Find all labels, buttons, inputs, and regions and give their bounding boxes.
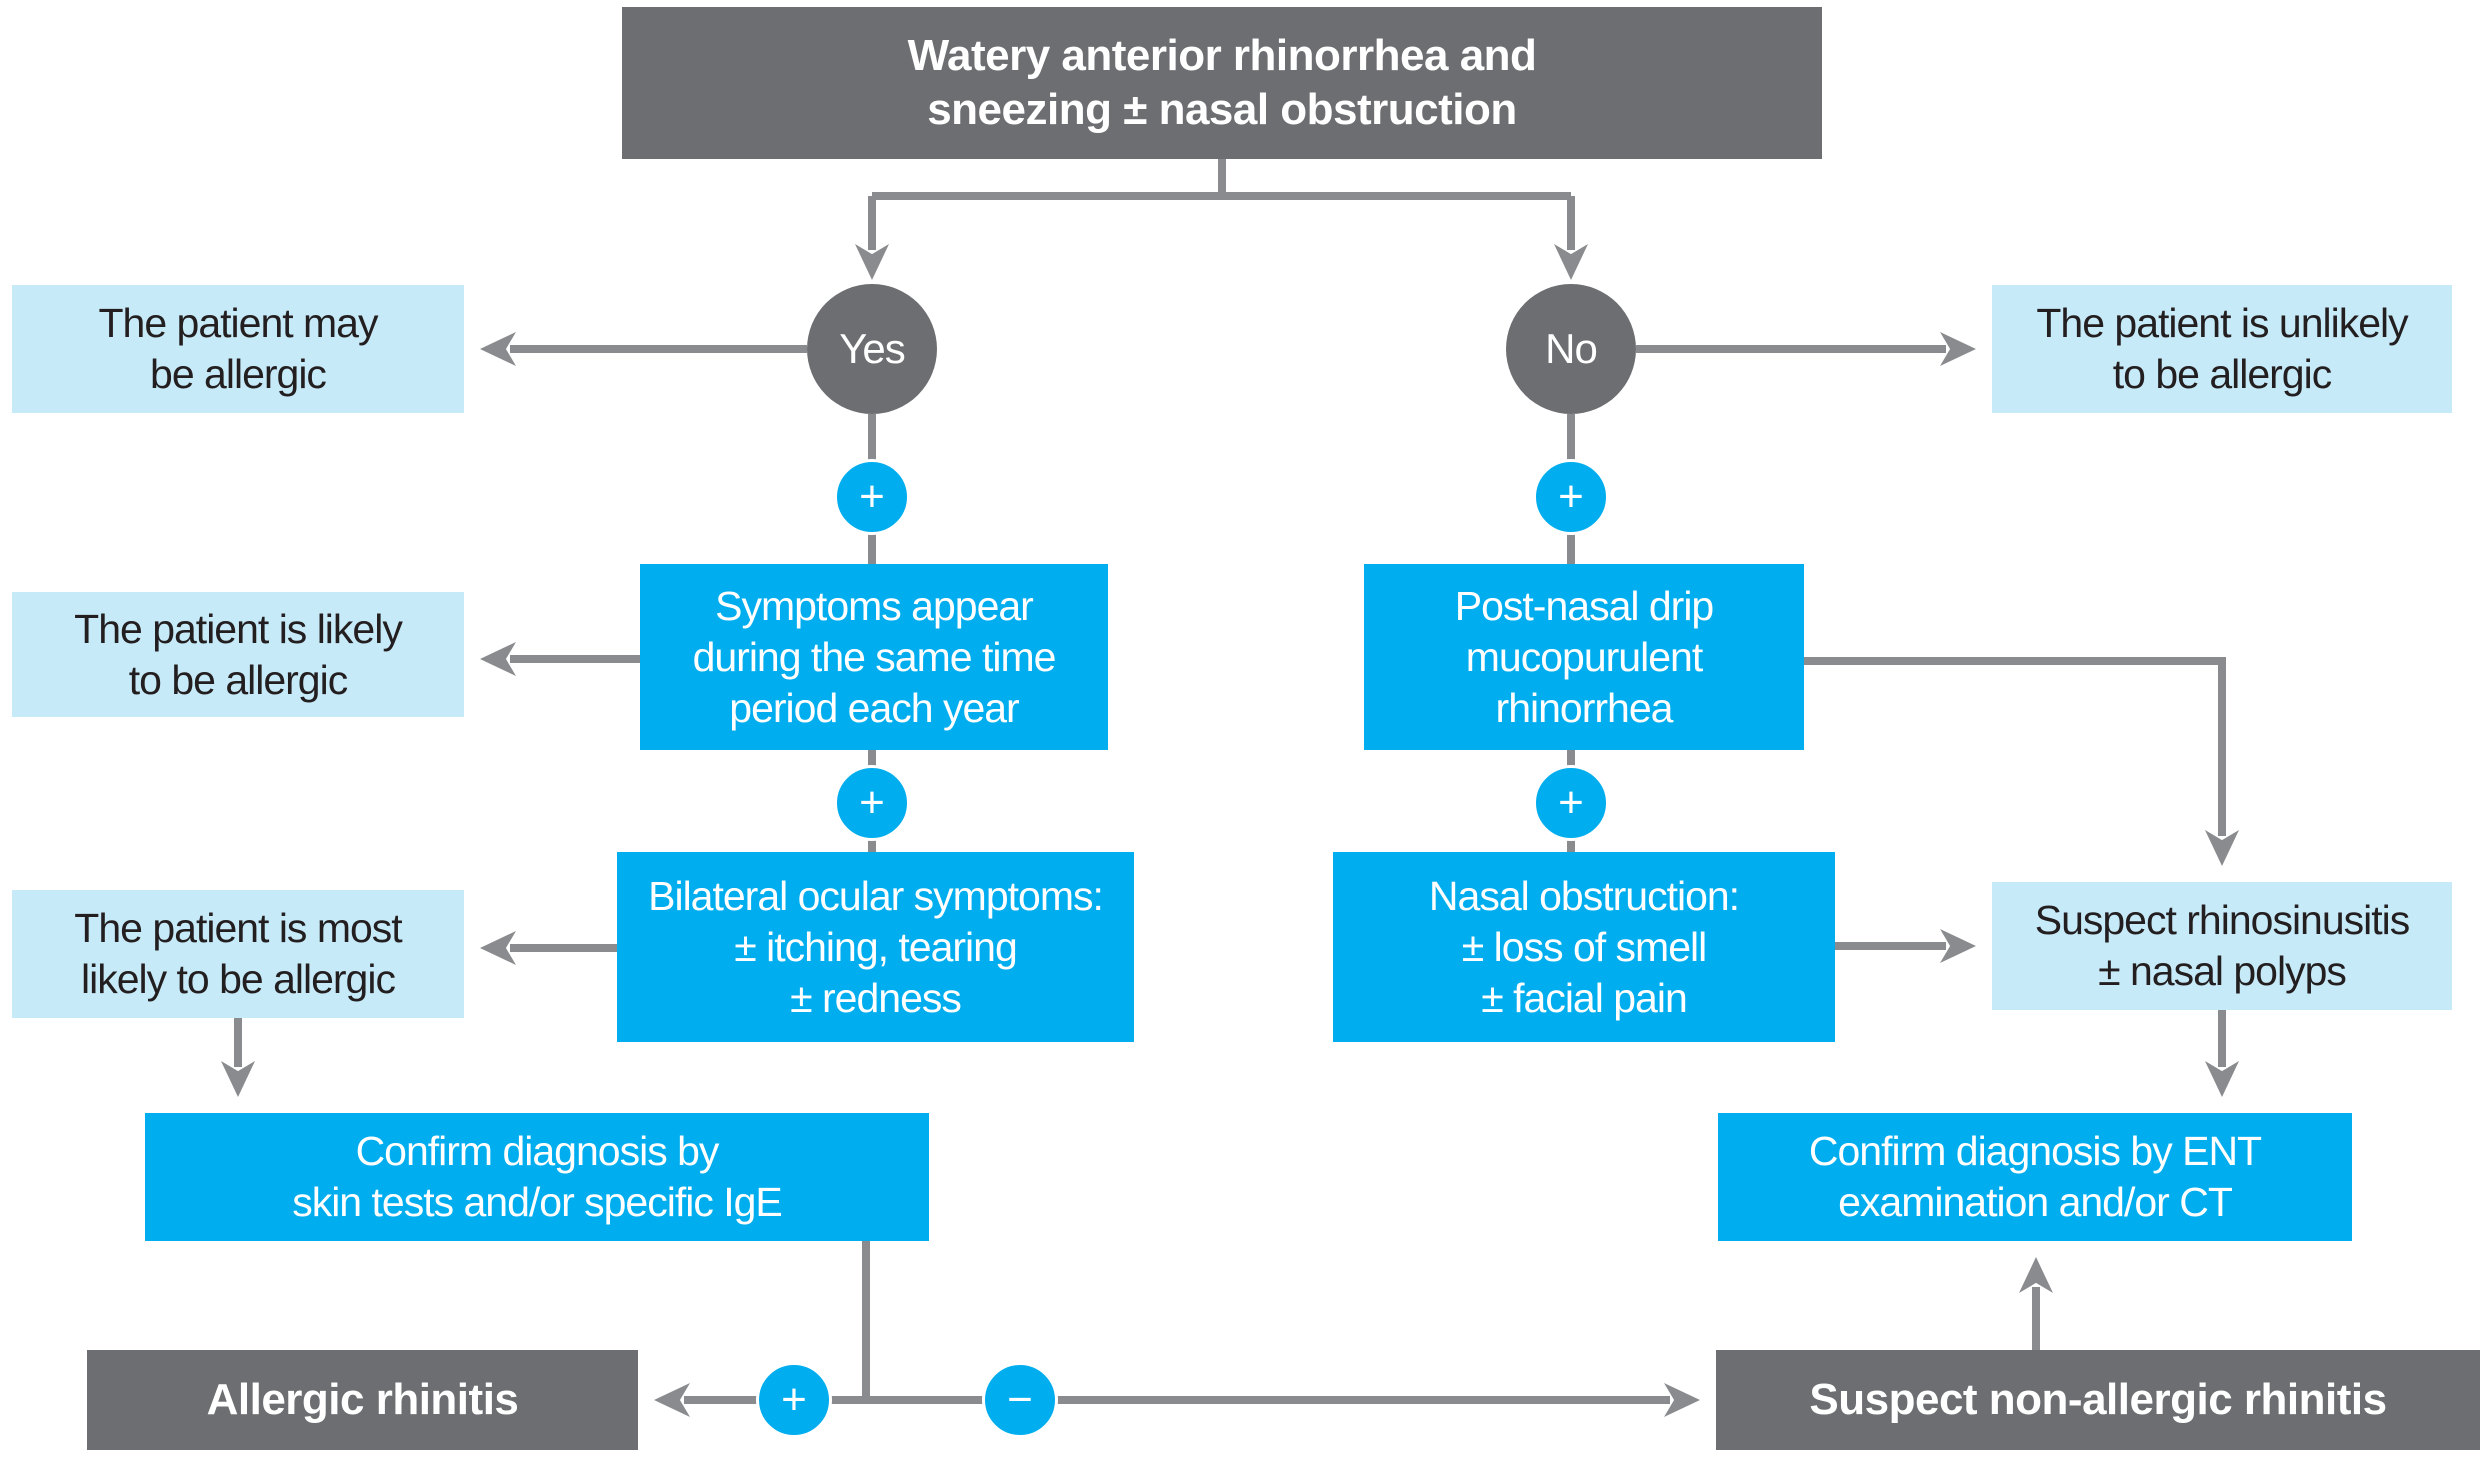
ocular-symptoms-text: Bilateral ocular symptoms: ± itching, te…: [648, 872, 1104, 1021]
yes-label: Yes: [839, 325, 906, 372]
plus-label: +: [1558, 472, 1584, 521]
connector-to-allergic-rhinitis-arrowhead: [654, 1383, 690, 1417]
unlikely-allergic-box: The patient is unlikely to be allergic: [1992, 285, 2452, 413]
may-be-allergic-box: The patient may be allergic: [12, 285, 464, 413]
connector-postnasal-to-rhinosinusitis-arrowhead: [2205, 830, 2239, 866]
connector-yes-to-may-arrowhead: [480, 332, 516, 366]
likely-allergic-box: The patient is likely to be allergic: [12, 592, 464, 717]
nasal-obstruction-box: Nasal obstruction: ± loss of smell ± fac…: [1333, 852, 1835, 1042]
confirm-ent-text: Confirm diagnosis by ENT examination and…: [1808, 1128, 2262, 1225]
nasal-obstruction-text: Nasal obstruction: ± loss of smell ± fac…: [1428, 872, 1740, 1021]
yes-decision-node: Yes: [807, 284, 937, 414]
no-label: No: [1545, 325, 1598, 372]
seasonal-symptoms-text: Symptoms appear during the same time per…: [692, 582, 1057, 731]
non-allergic-rhinitis-text: Suspect non-allergic rhinitis: [1809, 1375, 2387, 1424]
plus-label: +: [859, 778, 885, 827]
connector-non-allergic-to-confirm-arrowhead: [2019, 1257, 2053, 1293]
connector-no-to-unlikely-arrowhead: [1940, 332, 1976, 366]
may-be-allergic-text: The patient may be allergic: [98, 300, 379, 397]
plus-node-yes-2: +: [834, 765, 910, 841]
confirm-ent-box: Confirm diagnosis by ENT examination and…: [1718, 1113, 2352, 1241]
plus-node-yes-1: +: [834, 459, 910, 535]
connector-to-no-arrowhead: [1554, 244, 1588, 280]
connector-postnasal-to-rhinosinusitis: [1804, 657, 2226, 836]
most-likely-allergic-text: The patient is most likely to be allergi…: [74, 905, 402, 1002]
rhinosinusitis-box: Suspect rhinosinusitis ± nasal polyps: [1992, 882, 2452, 1010]
symptom-start-text: Watery anterior rhinorrhea and sneezing …: [907, 31, 1537, 134]
rhinosinusitis-text: Suspect rhinosinusitis ± nasal polyps: [2034, 897, 2411, 994]
non-allergic-rhinitis-box: Suspect non-allergic rhinitis: [1716, 1350, 2480, 1450]
minus-node-bottom: −: [982, 1362, 1058, 1438]
connector-seasonal-to-likely-arrowhead: [480, 642, 516, 676]
connector-rhinosinusitis-to-confirm-arrowhead: [2205, 1061, 2239, 1097]
likely-allergic-text: The patient is likely to be allergic: [74, 605, 403, 703]
connector-nasal-to-rhinosinusitis-arrowhead: [1940, 929, 1976, 963]
plus-node-bottom: +: [756, 1362, 832, 1438]
ocular-symptoms-box: Bilateral ocular symptoms: ± itching, te…: [617, 852, 1134, 1042]
plus-label: +: [781, 1375, 807, 1424]
plus-node-no-2: +: [1533, 765, 1609, 841]
confirm-ige-box: Confirm diagnosis by skin tests and/or s…: [145, 1113, 929, 1241]
post-nasal-drip-box: Post-nasal drip mucopurulent rhinorrhea: [1364, 564, 1804, 750]
confirm-ige-text: Confirm diagnosis by skin tests and/or s…: [292, 1128, 783, 1225]
plus-label: +: [859, 472, 885, 521]
post-nasal-drip-text: Post-nasal drip mucopurulent rhinorrhea: [1454, 582, 1714, 731]
most-likely-allergic-box: The patient is most likely to be allergi…: [12, 890, 464, 1018]
symptom-start-box: Watery anterior rhinorrhea and sneezing …: [622, 7, 1822, 159]
plus-node-no-1: +: [1533, 459, 1609, 535]
minus-label: −: [1007, 1375, 1033, 1424]
allergic-rhinitis-text: Allergic rhinitis: [206, 1375, 519, 1424]
connector-to-yes-arrowhead: [855, 244, 889, 280]
plus-label: +: [1558, 778, 1584, 827]
allergic-rhinitis-box: Allergic rhinitis: [87, 1350, 638, 1450]
no-decision-node: No: [1506, 284, 1636, 414]
connector-ocular-to-most-likely-arrowhead: [480, 931, 516, 965]
connector-to-non-allergic-arrowhead: [1664, 1383, 1700, 1417]
connector-most-likely-to-confirm-arrowhead: [221, 1061, 255, 1097]
unlikely-allergic-text: The patient is unlikely to be allergic: [2036, 300, 2408, 397]
seasonal-symptoms-box: Symptoms appear during the same time per…: [640, 564, 1108, 750]
